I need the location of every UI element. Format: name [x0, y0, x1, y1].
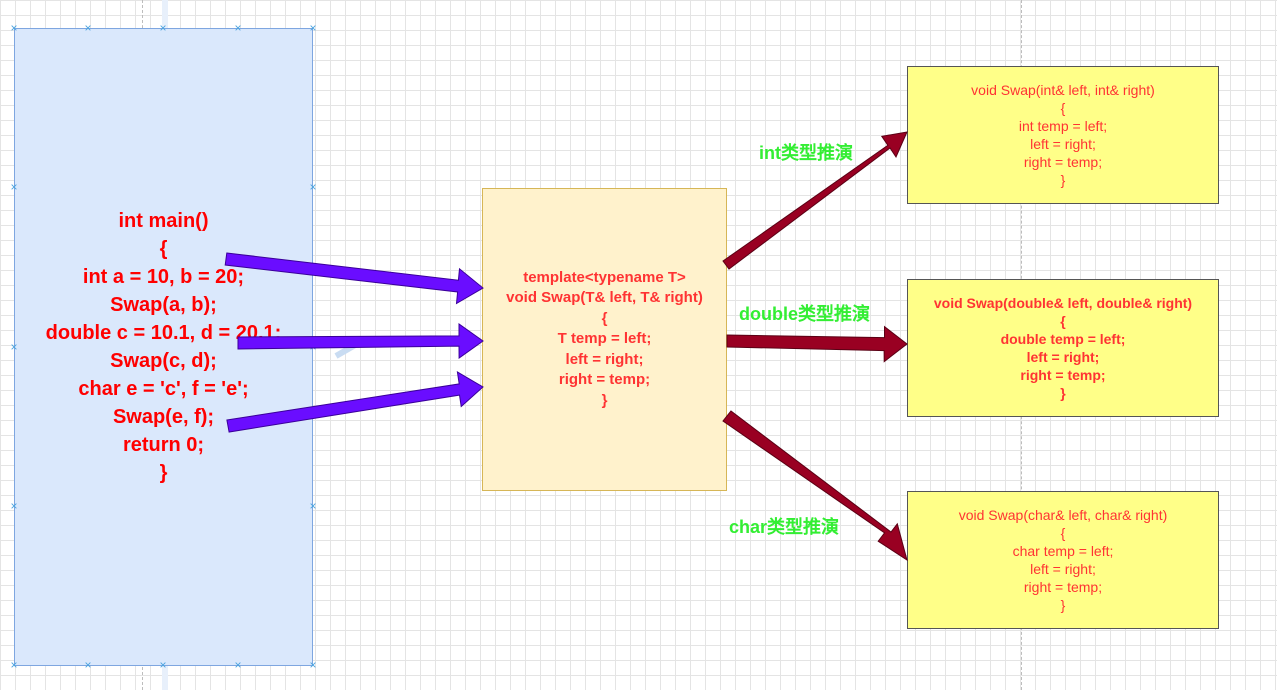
code-line: { — [1060, 313, 1066, 329]
selection-handle[interactable]: × — [84, 21, 92, 35]
selection-handle[interactable]: × — [10, 499, 18, 513]
code-line: double temp = left; — [1000, 331, 1126, 347]
code-line: double c = 10.1, d = 20.1; — [45, 322, 282, 344]
int-deduction-label: int类型推演 — [759, 143, 853, 163]
selection-handle[interactable]: × — [309, 180, 317, 194]
selection-handle[interactable]: × — [159, 21, 167, 35]
code-line: Swap(c, d); — [110, 350, 217, 372]
code-line: void Swap(T& left, T& right) — [506, 289, 703, 307]
code-line: { — [1060, 100, 1066, 116]
char-deduction-label: char类型推演 — [729, 517, 840, 537]
code-line: void Swap(char& left, char& right) — [958, 507, 1168, 523]
code-line: int main() — [118, 210, 209, 232]
selection-handle[interactable]: × — [159, 658, 167, 672]
code-line: template<typename T> — [523, 268, 686, 286]
code-line: right = temp; — [558, 371, 651, 389]
main-code-box[interactable]: int main() { int a = 10, b = 20; Swap(a,… — [14, 28, 313, 666]
code-line: T temp = left; — [557, 330, 652, 348]
code-line: Swap(a, b); — [110, 294, 217, 316]
double-instantiation-box[interactable]: void Swap(double& left, double& right) {… — [907, 279, 1219, 417]
call-arrow-int[interactable] — [224, 252, 484, 305]
code-line: } — [159, 462, 168, 484]
code-line: left = right; — [1030, 561, 1096, 577]
double-deduction-label: double类型推演 — [739, 304, 870, 324]
selection-handle[interactable]: × — [10, 658, 18, 672]
selection-handle[interactable]: × — [309, 21, 317, 35]
selection-handle[interactable]: × — [84, 658, 92, 672]
code-line: int temp = left; — [1018, 118, 1108, 134]
code-line: right = temp; — [1023, 579, 1103, 595]
selection-handle[interactable]: × — [309, 499, 317, 513]
selection-handle[interactable]: × — [234, 658, 242, 672]
code-line: { — [601, 309, 608, 327]
code-line: { — [1060, 525, 1066, 541]
code-line: void Swap(double& left, double& right) — [933, 295, 1193, 311]
code-line: void Swap(int& left, int& right) — [971, 82, 1155, 98]
selection-handle[interactable]: × — [10, 21, 18, 35]
code-line: right = temp; — [1023, 154, 1103, 170]
code-line: int a = 10, b = 20; — [82, 266, 245, 288]
template-code-box[interactable]: template<typename T> void Swap(T& left, … — [482, 188, 727, 491]
code-line: } — [1060, 172, 1066, 188]
code-line: char e = 'c', f = 'e'; — [78, 378, 249, 400]
code-line: left = right; — [565, 350, 644, 368]
instantiation-arrow-double[interactable] — [726, 325, 908, 363]
instantiation-arrow-char[interactable] — [722, 410, 908, 562]
code-line: { — [159, 238, 168, 260]
code-line: right = temp; — [1020, 367, 1106, 383]
code-line: left = right; — [1026, 349, 1100, 365]
code-line: Swap(e, f); — [112, 406, 215, 428]
call-arrow-double[interactable] — [237, 323, 484, 359]
call-arrow-char[interactable] — [226, 371, 484, 433]
code-line: left = right; — [1030, 136, 1096, 152]
code-line: return 0; — [122, 434, 205, 456]
code-line: } — [1060, 385, 1066, 401]
selection-handle[interactable]: × — [10, 340, 18, 354]
selection-handle[interactable]: × — [234, 21, 242, 35]
code-line: char temp = left; — [1012, 543, 1114, 559]
instantiation-arrow-int[interactable] — [722, 131, 908, 270]
selection-handle[interactable]: × — [10, 180, 18, 194]
int-instantiation-box[interactable]: void Swap(int& left, int& right) { int t… — [907, 66, 1219, 204]
selection-handle[interactable]: × — [309, 658, 317, 672]
code-line: } — [601, 391, 608, 409]
code-line: } — [1060, 597, 1066, 613]
char-instantiation-box[interactable]: void Swap(char& left, char& right) { cha… — [907, 491, 1219, 629]
